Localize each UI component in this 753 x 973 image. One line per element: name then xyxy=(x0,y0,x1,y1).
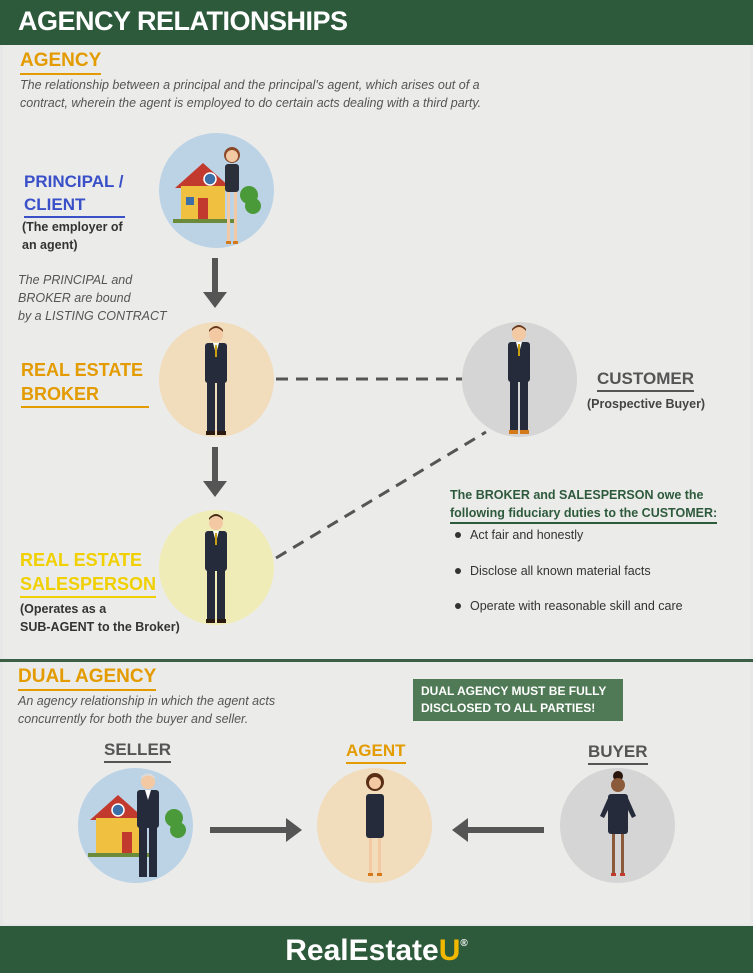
house-icon xyxy=(173,163,261,223)
logo-u: U xyxy=(438,934,461,967)
listing-contract-note: The PRINCIPAL and BROKER are bound by a … xyxy=(18,271,167,325)
agency-title: AGENCY xyxy=(20,50,102,75)
page-title: AGENCY RELATIONSHIPS xyxy=(18,6,348,36)
agent-label: AGENT xyxy=(346,741,406,764)
salesperson-note-line2: SUB-AGENT to the Broker) xyxy=(20,620,180,634)
disclosure-notice: DUAL AGENCY MUST BE FULLY DISCLOSED TO A… xyxy=(413,679,623,721)
principal-illustration xyxy=(173,147,261,244)
seller-illustration xyxy=(88,773,186,877)
businesswoman-icon xyxy=(224,147,240,244)
principal-title: PRINCIPAL / CLIENT xyxy=(24,170,126,218)
duties-heading: The BROKER and SALESPERSON owe the follo… xyxy=(450,486,718,524)
principal-note-line1: (The employer of xyxy=(22,220,123,234)
arrow-down-icon xyxy=(203,258,227,308)
buyer-label: BUYER xyxy=(588,742,648,765)
duty-item: Disclose all known material facts xyxy=(455,564,651,578)
agency-definition: The relationship between a principal and… xyxy=(20,76,481,112)
house-icon xyxy=(88,795,186,857)
salesperson-title-line1: REAL ESTATE xyxy=(20,550,143,570)
duty-item: Operate with reasonable skill and care xyxy=(455,599,683,613)
broker-title: REAL ESTATE BROKER xyxy=(21,358,150,408)
salesperson-customer-connector xyxy=(275,430,487,560)
salesperson-title-line2: SALESPERSON xyxy=(20,572,157,598)
dual-agency-definition: An agency relationship in which the agen… xyxy=(18,692,275,728)
logo-mark: ® xyxy=(460,938,468,949)
dual-agency-title: DUAL AGENCY xyxy=(18,666,157,691)
principal-note-line2: an agent) xyxy=(22,238,78,252)
duties-heading-line2: following fiduciary duties to the CUSTOM… xyxy=(450,504,718,524)
customer-note: (Prospective Buyer) xyxy=(587,397,706,411)
listing-note-line2: BROKER are bound xyxy=(18,291,131,305)
businessman-icon xyxy=(508,325,530,434)
businesswoman-icon xyxy=(600,771,636,876)
logo-text: RealEstate xyxy=(285,934,439,967)
salesperson-title: REAL ESTATE SALESPERSON xyxy=(20,548,157,598)
principal-title-line2: CLIENT xyxy=(24,193,126,218)
duty-item: Act fair and honestly xyxy=(455,528,583,542)
salesperson-note-line1: (Operates as a xyxy=(20,602,107,616)
dual-agency-definition-line2: concurrently for both the buyer and sell… xyxy=(18,712,249,726)
listing-note-line3: by a LISTING CONTRACT xyxy=(18,309,167,323)
agency-definition-line1: The relationship between a principal and… xyxy=(20,78,480,92)
listing-note-line1: The PRINCIPAL and xyxy=(18,273,133,287)
seller-label: SELLER xyxy=(104,740,172,763)
section-divider xyxy=(0,659,753,662)
dual-agency-definition-line1: An agency relationship in which the agen… xyxy=(18,694,276,708)
duties-heading-line1: The BROKER and SALESPERSON owe the xyxy=(450,488,704,502)
broker-title-line2: BROKER xyxy=(21,382,150,408)
principal-note: (The employer of an agent) xyxy=(22,218,123,254)
agency-definition-line2: contract, wherein the agent is employed … xyxy=(20,96,482,110)
businessman-icon xyxy=(205,326,227,435)
broker-title-line1: REAL ESTATE xyxy=(21,360,144,380)
brand-logo: RealEstateU® xyxy=(0,934,753,968)
disclosure-notice-line2: DISCLOSED TO ALL PARTIES! xyxy=(421,701,596,715)
footer-bar xyxy=(0,926,753,973)
businessman-icon xyxy=(205,514,227,623)
businessman-icon xyxy=(137,773,159,877)
customer-title: CUSTOMER xyxy=(597,369,694,392)
broker-customer-connector xyxy=(276,377,464,381)
arrow-right-icon xyxy=(210,818,302,842)
header-bar xyxy=(0,0,753,45)
disclosure-notice-line1: DUAL AGENCY MUST BE FULLY xyxy=(421,684,607,698)
arrow-down-icon xyxy=(203,447,227,497)
principal-title-line1: PRINCIPAL / xyxy=(24,172,124,191)
businesswoman-icon xyxy=(366,773,384,876)
arrow-left-icon xyxy=(452,818,544,842)
agency-panel xyxy=(3,45,750,659)
salesperson-note: (Operates as a SUB-AGENT to the Broker) xyxy=(20,600,180,636)
